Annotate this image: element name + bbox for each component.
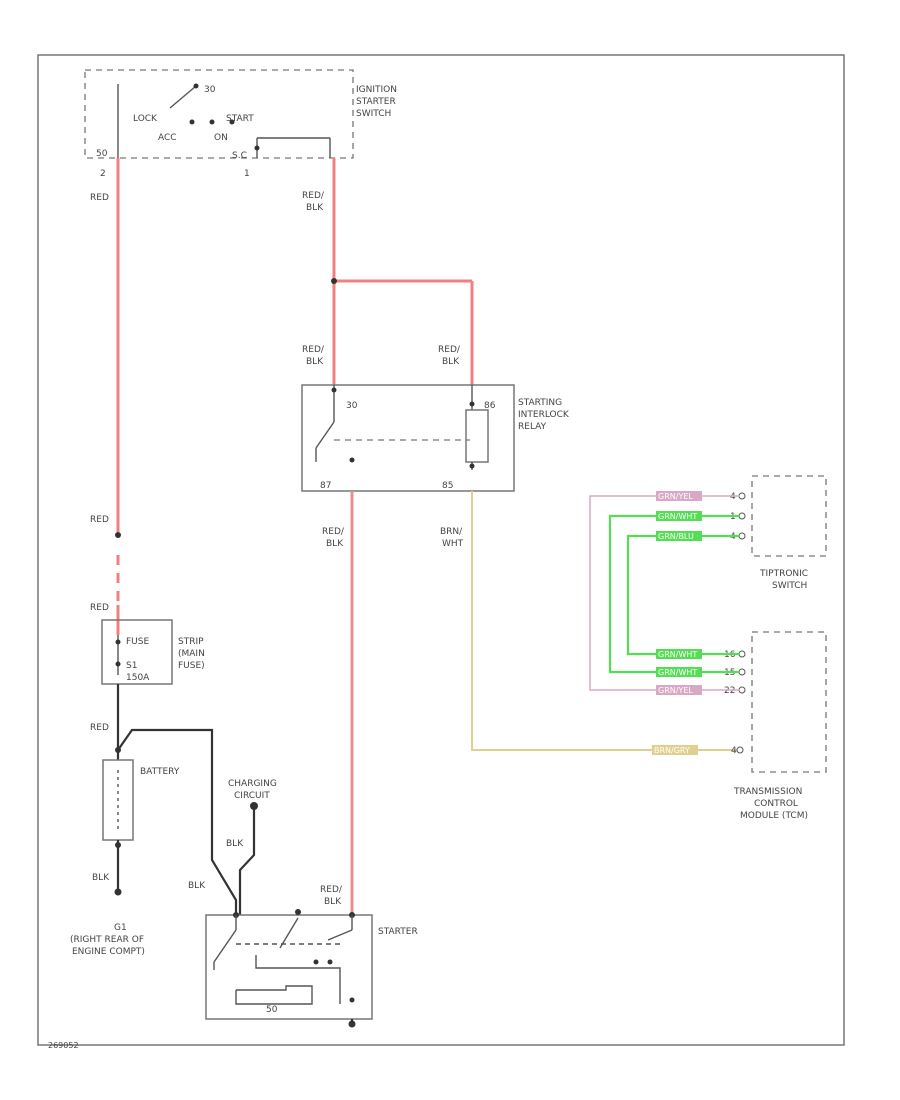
wire-label-tip-1: GRN/YEL (658, 492, 693, 501)
starter-label: STARTER (378, 927, 418, 937)
charging-circuit: CHARGING CIRCUIT BLK BLK (188, 779, 277, 915)
wire-label-blk-ground: BLK (92, 873, 110, 883)
ground-g1: G1 (RIGHT REAR OF ENGINE COMPT) (70, 923, 145, 957)
switch-pin-sc: S.C (232, 151, 247, 161)
fuse-strip-label-2: STRIP (178, 637, 204, 647)
wire-label-red-blk-2a: RED/ (302, 345, 325, 355)
wire-label-brn-wht-a: BRN/ (440, 527, 463, 537)
switch-pos-lock: LOCK (133, 114, 158, 124)
switch-pin-num-1: 1 (244, 169, 250, 179)
relay-pin-85: 85 (442, 481, 453, 491)
relay-label-3: RELAY (518, 422, 547, 432)
ignition-starter-switch: START 30 LOCK ACC ON 50 S.C 2 1 IGNITION… (84, 69, 397, 179)
wire-label-red-blk-3b: BLK (442, 357, 460, 367)
transmission-control-module: TRANSMISSION CONTROL MODULE (TCM) 16 15 … (724, 631, 827, 821)
wire-label-blk-charging: BLK (226, 839, 244, 849)
fuse-strip-label-3: (MAIN (178, 649, 205, 659)
ignition-switch-label-3: SWITCH (356, 109, 391, 119)
starting-interlock-relay: 30 86 87 85 STARTING INTERLOCK RELAY (301, 384, 570, 492)
relay-label-2: INTERLOCK (518, 410, 570, 420)
fuse-strip: S1 150A FUSE STRIP (MAIN FUSE) (101, 619, 205, 685)
fuse-number: S1 (126, 661, 137, 671)
wire-label-red-blk-1a: RED/ (302, 191, 325, 201)
ground-id: G1 (114, 923, 127, 933)
ground-label-1: (RIGHT REAR OF (70, 935, 144, 945)
relay-pin-87: 87 (320, 481, 331, 491)
relay-pin-86: 86 (484, 401, 496, 411)
wire-red-left: RED RED RED (90, 158, 121, 635)
wire-label-red-blk-1b: BLK (306, 203, 324, 213)
wire-label-red-blk-5a: RED/ (320, 885, 343, 895)
diagram-code: 269052 (48, 1041, 79, 1050)
wire-label-red-blk-4b: BLK (326, 539, 344, 549)
fuse-rating: 150A (126, 673, 150, 683)
tcm-pin-3: 22 (724, 686, 735, 696)
wire-label-tip-3: GRN/BLU (658, 532, 694, 541)
charging-circuit-label-2: CIRCUIT (234, 791, 270, 801)
wire-red-blk-upper: RED/ BLK RED/ BLK RED/ BLK (302, 158, 474, 385)
wire-label-tcm-3: GRN/YEL (658, 686, 693, 695)
relay-label-1: STARTING (518, 398, 562, 408)
diagram-frame (37, 54, 845, 1046)
switch-pos-on: ON (214, 133, 228, 143)
wire-label-red-mid: RED (90, 515, 109, 525)
battery: RED BATTERY BLK (90, 684, 238, 915)
switch-pos-acc: ACC (158, 133, 177, 143)
wire-label-tcm-main: BRN/GRY (654, 746, 690, 755)
fuse-strip-label-1: FUSE (126, 637, 149, 647)
starter: 50 STARTER (205, 909, 418, 1028)
starter-pin: 50 (266, 1005, 278, 1015)
tiptronic-label-1: TIPTRONIC (759, 569, 808, 579)
tiptronic-pin-1: 4 (730, 492, 736, 502)
tcm-pin-main: 4 (731, 746, 737, 756)
wire-red-blk-lower: RED/ BLK RED/ BLK (320, 491, 354, 915)
switch-pin-num-2: 2 (100, 169, 106, 179)
switch-pos-start: START (226, 114, 254, 124)
tcm-label-2: CONTROL (754, 799, 798, 809)
wire-label-red-blk-3a: RED/ (438, 345, 461, 355)
relay-pin-30: 30 (346, 401, 358, 411)
tcm-label-3: MODULE (TCM) (740, 811, 808, 821)
tiptronic-label-2: SWITCH (772, 581, 807, 591)
wire-label-red-to-battery: RED (90, 723, 109, 733)
ignition-switch-label-1: IGNITION (356, 85, 397, 95)
fuse-strip-label-4: FUSE) (178, 661, 205, 671)
wires-tiptronic-tcm: GRN/YEL GRN/WHT GRN/BLU GRN/WHT GRN/WHT … (589, 491, 740, 695)
wire-label-red-top: RED (90, 193, 109, 203)
ground-label-2: ENGINE COMPT) (72, 947, 145, 957)
tiptronic-switch: TIPTRONIC SWITCH 4 1 4 (730, 475, 827, 591)
wire-label-red-blk-5b: BLK (324, 897, 342, 907)
wire-label-red-blk-2b: BLK (306, 357, 324, 367)
switch-pin-30: 30 (204, 85, 216, 95)
battery-label: BATTERY (140, 767, 180, 777)
tcm-label-1: TRANSMISSION (733, 787, 802, 797)
wire-label-brn-wht-b: WHT (442, 539, 464, 549)
charging-circuit-label-1: CHARGING (228, 779, 277, 789)
ignition-switch-label-2: STARTER (356, 97, 396, 107)
wire-label-tip-2: GRN/WHT (658, 512, 697, 521)
wire-label-blk-battery: BLK (188, 881, 206, 891)
wire-label-tcm-2: GRN/WHT (658, 668, 697, 677)
wire-brn-wht: BRN/ WHT BRN/GRY 4 (440, 491, 744, 756)
wire-label-red-bot: RED (90, 603, 109, 613)
switch-pin-50: 50 (96, 149, 108, 159)
wire-label-tcm-1: GRN/WHT (658, 650, 697, 659)
wire-label-red-blk-4a: RED/ (322, 527, 345, 537)
